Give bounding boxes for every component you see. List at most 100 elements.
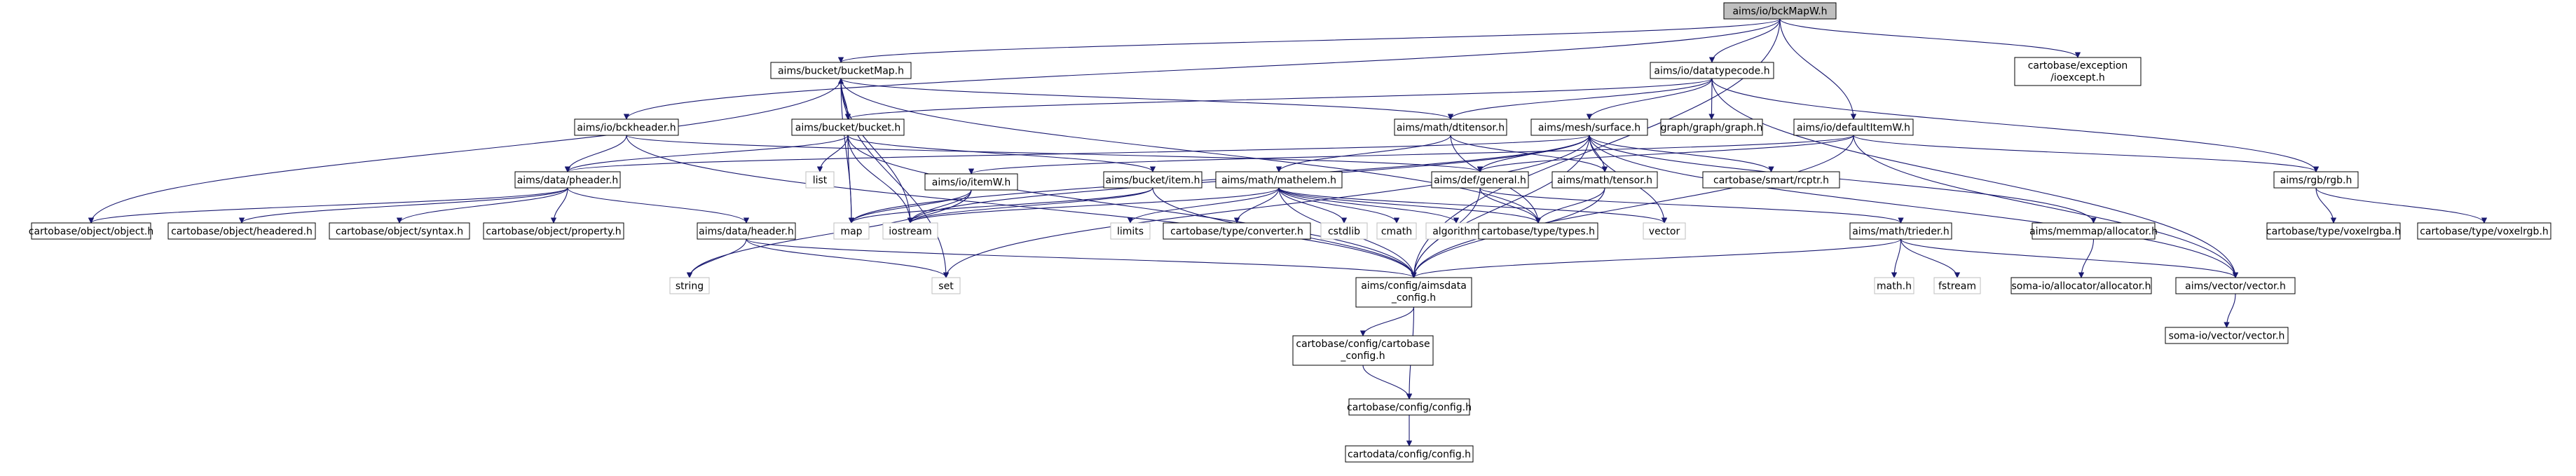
node-box (770, 62, 912, 79)
edge-n5-to-n10 (568, 135, 849, 172)
edge-n3-to-n5 (848, 78, 1713, 120)
node-box (1723, 2, 1837, 20)
edge-n5-to-n24 (847, 135, 851, 223)
node-cartobase-type-voxelrgb-h[interactable]: cartobase/type/voxelrgb.h (2417, 222, 2551, 240)
node-box (329, 222, 470, 240)
edge-n2-to-n25 (840, 78, 910, 223)
node-box (167, 222, 316, 240)
node-aims-io-bckheader-h[interactable]: aims/io/bckheader.h (574, 118, 679, 136)
node-aims-config-aimsdata-config-h[interactable]: aims/config/aimsdata_config.h (1355, 277, 1472, 308)
node-soma-io-allocator-allocator-h[interactable]: soma-io/allocator/allocator.h (2010, 277, 2152, 294)
node-aims-rgb-rgb-h[interactable]: aims/rgb/rgb.h (2273, 171, 2359, 189)
node-label: math.h (1877, 281, 1912, 292)
edge-n8-to-n13 (971, 135, 1854, 175)
node-aims-data-pheader-h[interactable]: aims/data/pheader.h (514, 171, 621, 189)
node-box (514, 171, 621, 189)
node-box (1643, 222, 1686, 240)
edge-n0-to-n3 (1712, 18, 1781, 63)
node-label: cartobase/type/voxelrgb.h (2420, 226, 2549, 238)
node-string: string (669, 277, 710, 294)
node-limits: limits (1110, 222, 1151, 240)
edge-n18-to-n35 (2315, 187, 2334, 223)
node-label: aims/math/mathelem.h (1221, 175, 1336, 186)
node-aims-bucket-bucket-h[interactable]: aims/bucket/bucket.h (791, 118, 905, 136)
node-aims-memmap-allocator-h[interactable]: aims/memmap/allocator.h (2029, 222, 2158, 240)
node-aims-io-itemw-h[interactable]: aims/io/itemW.h (924, 173, 1018, 191)
node-label: aims/vector/vector.h (2185, 281, 2286, 292)
node-cartobase-config-config-h[interactable]: cartobase/config/config.h (1347, 398, 1472, 416)
node-cartobase-object-headered-h[interactable]: cartobase/object/headered.h (167, 222, 316, 240)
node-aims-math-dtitensor-h[interactable]: aims/math/dtitensor.h (1394, 118, 1507, 136)
node-label: aims/config/aimsdata_config.h (1361, 280, 1467, 304)
edge-n0-to-n2 (841, 18, 1781, 63)
node-cartobase-object-syntax-h[interactable]: cartobase/object/syntax.h (329, 222, 470, 240)
node-label: cartobase/config/cartobase_config.h (1296, 339, 1430, 362)
node-graph-graph-graph-h[interactable]: graph/graph/graph.h (1660, 118, 1763, 136)
edge-n16-to-n31 (1538, 187, 1605, 224)
node-label: aims/io/bckMapW.h (1732, 6, 1827, 18)
node-box (1348, 398, 1470, 416)
edge-n0-to-n4 (626, 18, 1781, 119)
edge-n2-to-n24 (840, 78, 851, 223)
node-soma-io-vector-vector-h[interactable]: soma-io/vector/vector.h (2165, 327, 2289, 344)
node-cartodata-config-config-h[interactable]: cartodata/config/config.h (1345, 445, 1474, 463)
node-cartobase-exception-ioexcept-h[interactable]: cartobase/exception/ioexcept.h (2014, 57, 2142, 86)
node-cartobase-config-cartobase-config-h[interactable]: cartobase/config/cartobase_config.h (1292, 335, 1434, 366)
node-label: cartodata/config/config.h (1348, 449, 1471, 461)
node-label: cartobase/type/types.h (1481, 226, 1595, 238)
node-label: cartobase/smart/rcptr.h (1713, 175, 1829, 186)
edge-n2-to-n38 (840, 78, 946, 278)
node-box (1355, 277, 1472, 308)
node-cartobase-object-property-h[interactable]: cartobase/object/property.h (483, 222, 624, 240)
node-label: aims/math/trieder.h (1852, 226, 1949, 238)
node-cartobase-type-voxelrgba-h[interactable]: cartobase/type/voxelrgba.h (2266, 222, 2401, 240)
node-label: aims/math/tensor.h (1557, 175, 1652, 186)
node-aims-math-trieder-h[interactable]: aims/math/trieder.h (1849, 222, 1952, 240)
node-aims-io-datatypecode-h[interactable]: aims/io/datatypecode.h (1650, 62, 1774, 79)
node-box (697, 222, 796, 240)
edge-n39-to-n44 (1363, 306, 1415, 336)
node-aims-bucket-bucketmap-h[interactable]: aims/bucket/bucketMap.h (770, 62, 912, 79)
node-aims-mesh-surface-h[interactable]: aims/mesh/surface.h (1530, 118, 1648, 136)
node-box (2014, 57, 2142, 86)
node-label: string (676, 281, 704, 292)
edge-n0-to-n8 (1779, 18, 1854, 119)
node-cartobase-smart-rcptr-h[interactable]: cartobase/smart/rcptr.h (1702, 171, 1840, 189)
node-aims-data-header-h[interactable]: aims/data/header.h (697, 222, 796, 240)
edge-n4-to-n15 (626, 135, 1480, 172)
edge-n3-to-n7 (1712, 78, 1713, 119)
node-aims-math-tensor-h[interactable]: aims/math/tensor.h (1551, 171, 1658, 189)
edge-n9-to-n17 (1589, 135, 1772, 172)
node-algorithm: algorithm (1425, 222, 1487, 240)
edge-n10-to-n22 (554, 187, 568, 223)
node-aims-vector-vector-h[interactable]: aims/vector/vector.h (2175, 277, 2296, 294)
node-aims-def-general-h[interactable]: aims/def/general.h (1431, 171, 1529, 189)
node-box (1650, 62, 1774, 79)
node-box (1874, 277, 1914, 294)
edge-n8-to-n43 (1853, 135, 2235, 278)
node-box (1163, 222, 1311, 240)
node-label: cartobase/config/config.h (1347, 402, 1472, 414)
node-box (2032, 222, 2156, 240)
node-aims-io-bckmapw-h[interactable]: aims/io/bckMapW.h (1723, 2, 1837, 20)
node-box (1320, 222, 1368, 240)
node-cartobase-type-converter-h[interactable]: cartobase/type/converter.h (1163, 222, 1311, 240)
node-aims-bucket-item-h[interactable]: aims/bucket/item.h (1103, 171, 1203, 189)
node-label: aims/io/datatypecode.h (1654, 66, 1769, 77)
edge-n8-to-n39 (1414, 135, 1854, 278)
node-label: vector (1649, 226, 1680, 238)
node-aims-io-defaultitemw-h[interactable]: aims/io/defaultItemW.h (1793, 118, 1914, 136)
node-label: list (813, 175, 828, 186)
edge-n14-to-n27 (1237, 187, 1280, 224)
edge-n2-to-n19 (91, 78, 842, 223)
edge-n3-to-n6 (1451, 78, 1713, 120)
node-box (2417, 222, 2551, 240)
node-box (1376, 222, 1417, 240)
edge-n5-to-n12 (847, 135, 1153, 172)
node-cartobase-object-object-h[interactable]: cartobase/object/object.h (29, 222, 154, 240)
node-box (2273, 171, 2359, 189)
edge-n34-to-n42 (2081, 238, 2095, 278)
node-cartobase-type-types-h[interactable]: cartobase/type/types.h (1478, 222, 1598, 240)
node-aims-math-mathelem-h[interactable]: aims/math/mathelem.h (1215, 171, 1343, 189)
node-box (1933, 277, 1981, 294)
